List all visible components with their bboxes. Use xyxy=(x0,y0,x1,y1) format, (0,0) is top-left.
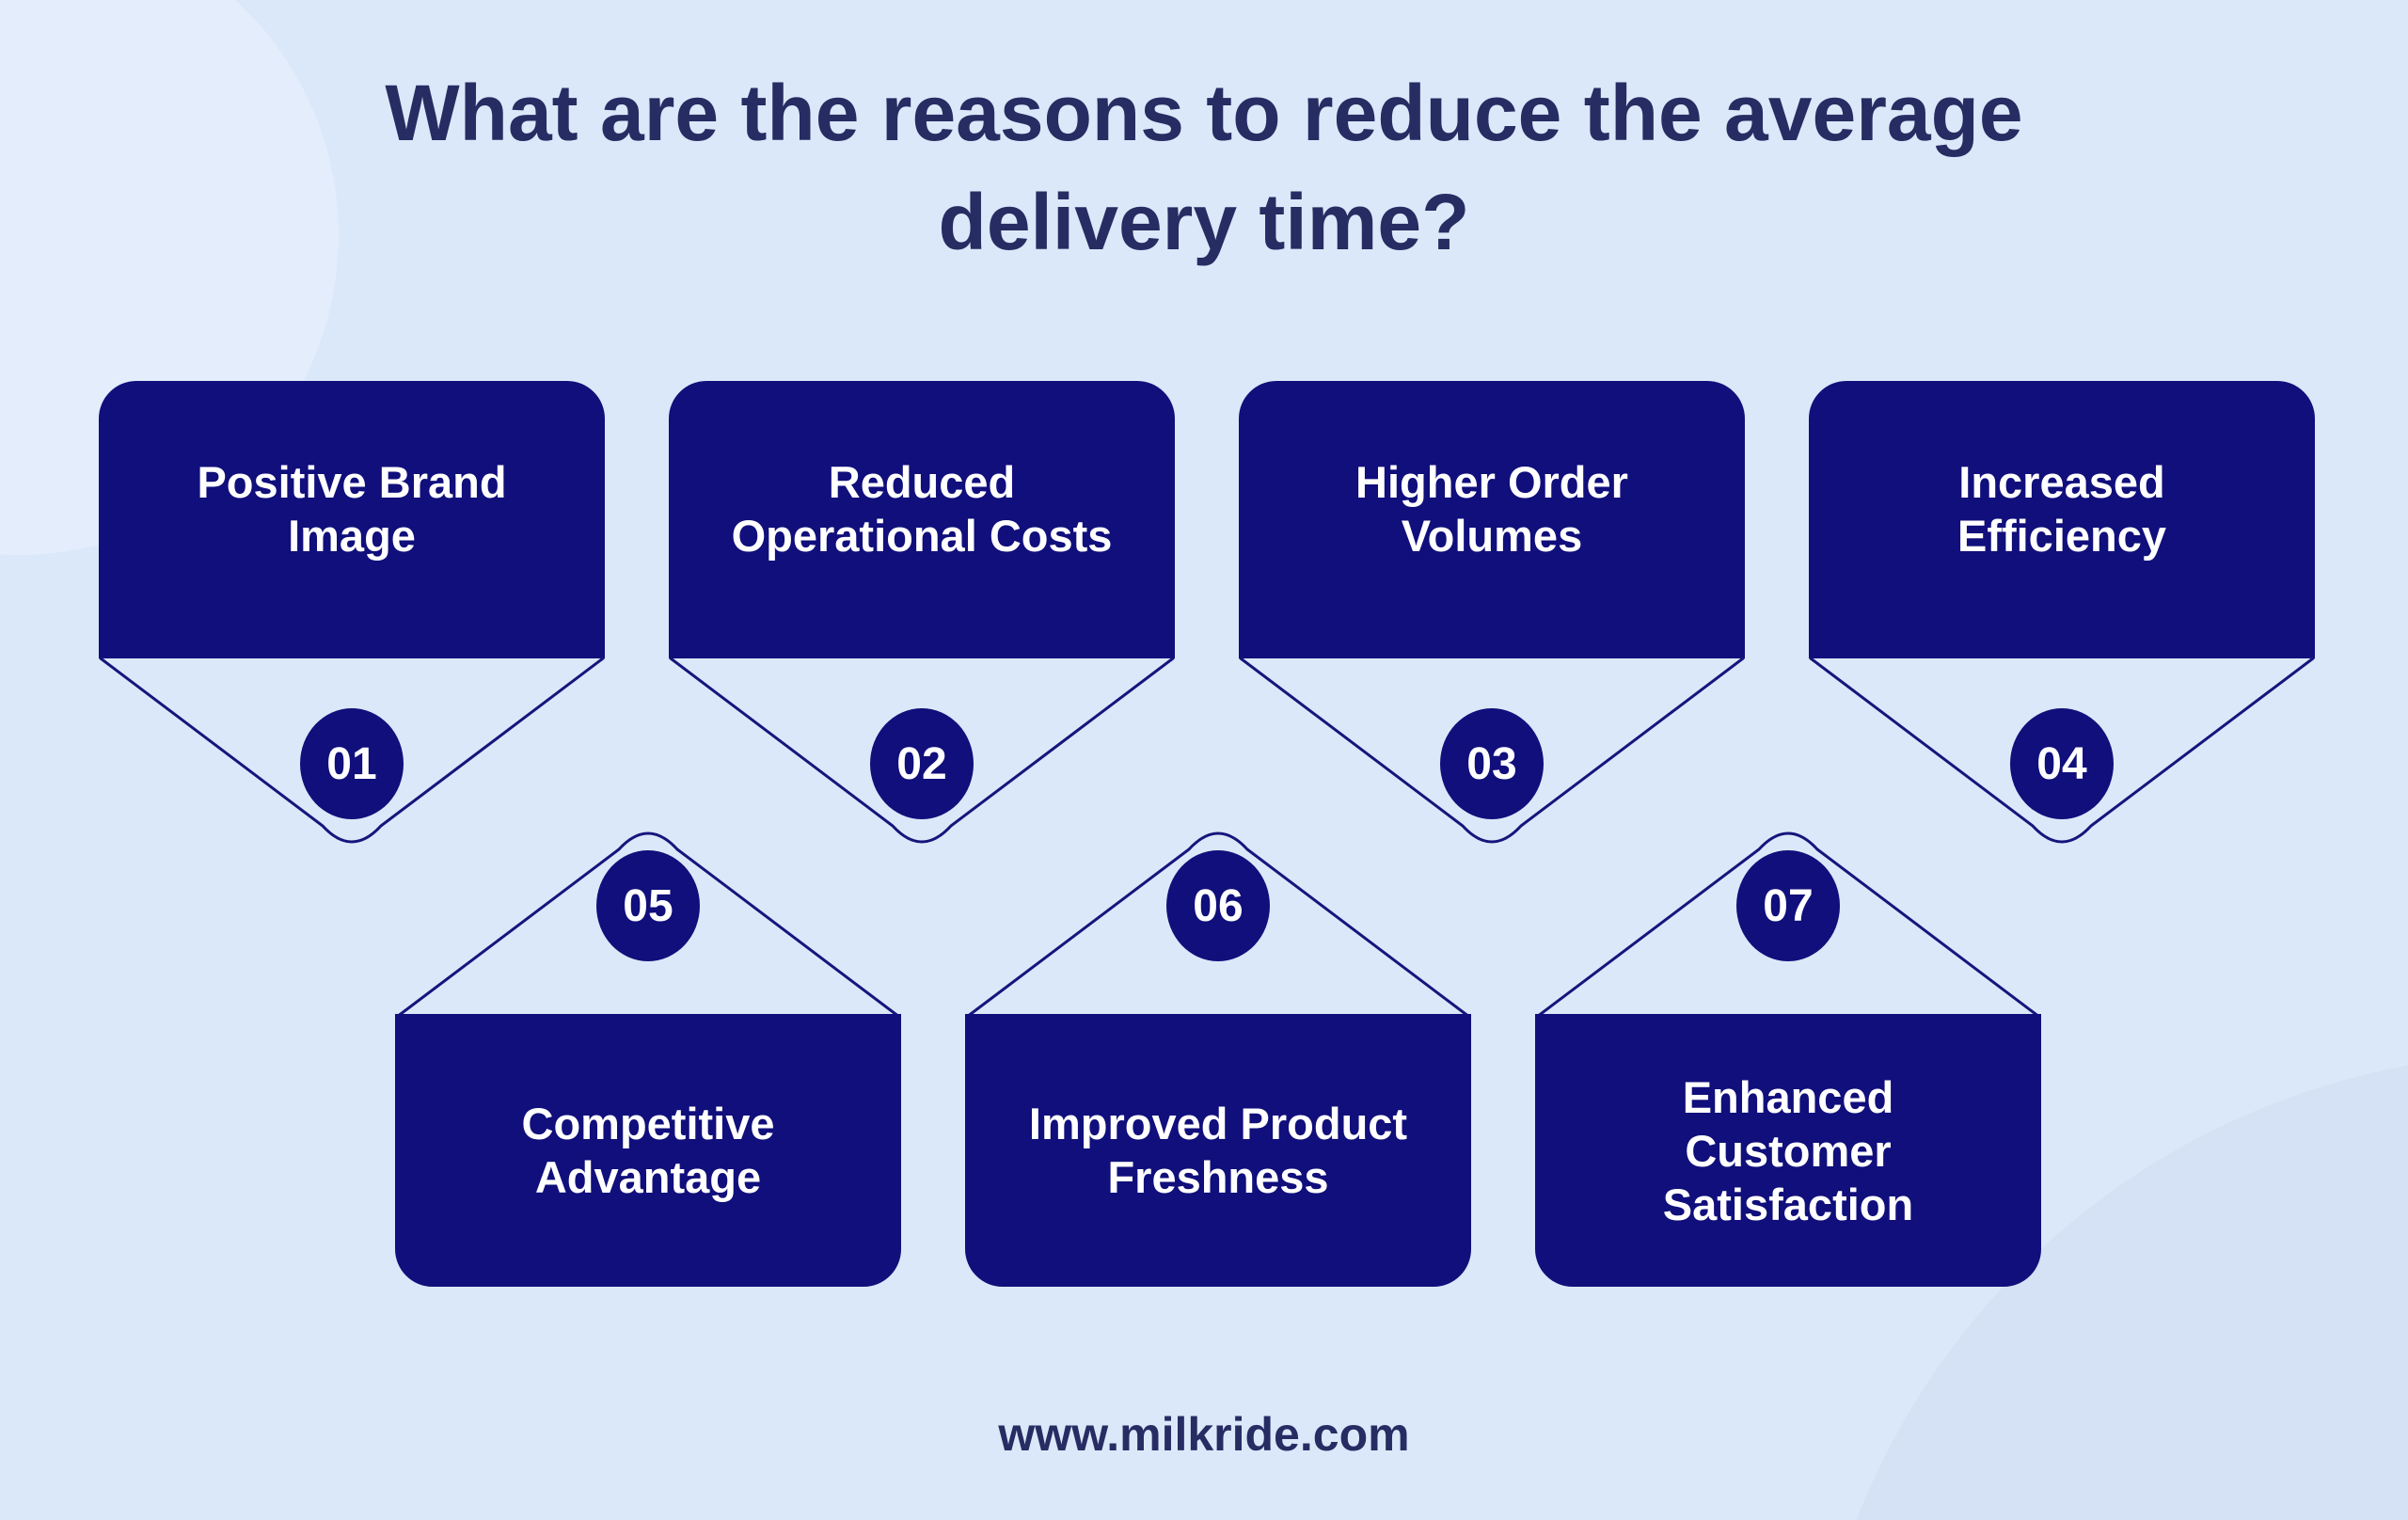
number-badge-3: 03 xyxy=(1440,708,1544,819)
funnel-up-icon xyxy=(965,831,1471,1019)
number-badge-1-text: 01 xyxy=(326,738,377,789)
number-badge-7-text: 07 xyxy=(1763,880,1814,931)
funnel-down-icon xyxy=(1239,657,1745,844)
number-badge-2: 02 xyxy=(870,708,974,819)
page-title-line-2: delivery time? xyxy=(938,178,1470,266)
number-badge-6-text: 06 xyxy=(1193,880,1244,931)
number-badge-7: 07 xyxy=(1736,850,1840,961)
reason-card-6-label: Improved Product Freshness xyxy=(1028,1099,1408,1202)
reason-card-2: Reduced Operational Costs xyxy=(669,381,1175,658)
number-badge-5: 05 xyxy=(596,850,700,961)
number-badge-5-text: 05 xyxy=(623,880,673,931)
number-badge-4: 04 xyxy=(2010,708,2114,819)
website-url: www.milkride.com xyxy=(998,1408,1410,1461)
reason-item-4: Increased Efficiency 04 xyxy=(1809,381,2315,856)
number-badge-2-text: 02 xyxy=(896,738,947,789)
reason-card-1-label: Positive Brand Image xyxy=(197,456,507,561)
funnel-down-icon xyxy=(1809,657,2315,844)
reason-card-3-label: Higher Order Volumes xyxy=(1355,456,1628,561)
number-badge-3-text: 03 xyxy=(1466,738,1517,789)
reason-card-1: Positive Brand Image xyxy=(99,381,605,658)
reason-item-7: 07 Enhanced Customer Satisfaction xyxy=(1535,816,2041,1291)
funnel-up-icon xyxy=(1535,831,2041,1019)
page-title: What are the reasons to reduce the avera… xyxy=(0,58,2408,277)
reason-card-2-label: Reduced Operational Costs xyxy=(731,456,1113,561)
number-badge-1: 01 xyxy=(300,708,404,819)
reason-item-1: Positive Brand Image 01 xyxy=(99,381,605,856)
reason-card-3: Higher Order Volumes xyxy=(1239,381,1745,658)
funnel-down-icon xyxy=(669,657,1175,844)
reason-card-7: Enhanced Customer Satisfaction xyxy=(1535,1014,2041,1287)
number-badge-6: 06 xyxy=(1166,850,1270,961)
number-badge-4-text: 04 xyxy=(2036,738,2087,789)
reason-card-5: Competitive Advantage xyxy=(395,1014,901,1287)
reason-card-6: Improved Product Freshness xyxy=(965,1014,1471,1287)
funnel-up-icon xyxy=(395,831,901,1019)
page-title-line-1: What are the reasons to reduce the avera… xyxy=(385,69,2023,157)
reason-item-6: 06 Improved Product Freshness xyxy=(965,816,1471,1291)
reason-item-2: Reduced Operational Costs 02 xyxy=(669,381,1175,856)
reason-card-4-label: Increased Efficiency xyxy=(1956,456,2167,561)
reason-item-3: Higher Order Volumes 03 xyxy=(1239,381,1745,856)
reason-card-4: Increased Efficiency xyxy=(1809,381,2315,658)
reason-item-5: 05 Competitive Advantage xyxy=(395,816,901,1291)
reason-card-7-label: Enhanced Customer Satisfaction xyxy=(1662,1071,1914,1229)
funnel-down-icon xyxy=(99,657,605,844)
reason-card-5-label: Competitive Advantage xyxy=(521,1099,775,1202)
